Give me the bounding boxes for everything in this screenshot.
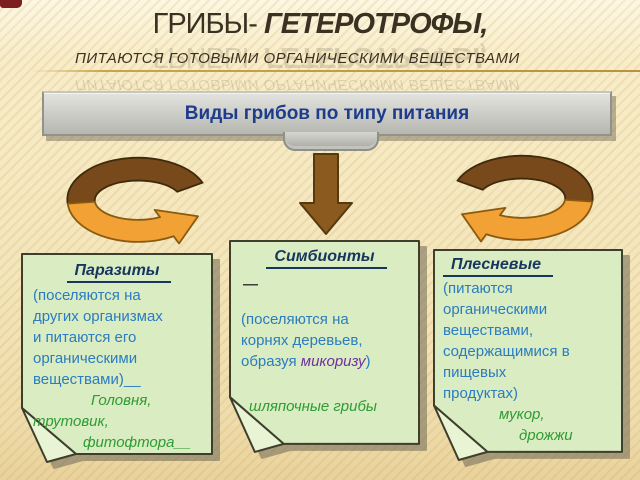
note-example: трутовик, bbox=[33, 413, 109, 430]
title-normal-part: ГРИБЫ- bbox=[152, 8, 258, 40]
banner-bottom-tab bbox=[283, 132, 379, 151]
note-body-line: корнях деревьев, bbox=[241, 332, 363, 349]
note-body-line: образуя микоризу) bbox=[241, 353, 371, 370]
banner-types-of-fungi: Виды грибов по типу питания bbox=[42, 91, 612, 136]
note-molds-title: Плесневые bbox=[443, 256, 615, 277]
corner-tab-decoration bbox=[0, 0, 22, 8]
note-body-line: пищевых bbox=[443, 364, 507, 381]
title-emphasis-part: ГЕТЕРОТРОФЫ, bbox=[256, 8, 488, 40]
folded-note-shape bbox=[21, 253, 213, 465]
folded-note-shape bbox=[433, 249, 623, 463]
curved-arrow-right-icon bbox=[433, 138, 605, 256]
note-body-line: продуктах) bbox=[443, 385, 518, 402]
note-body-line: содержащимися в bbox=[443, 343, 570, 360]
slide-subtitle: ПИТАЮТСЯ ГОТОВЫМИ ОРГАНИЧЕСКИМИ ВЕЩЕСТВА… bbox=[75, 50, 520, 67]
note-parasites-title: Паразиты bbox=[33, 262, 205, 283]
note-symbionts: Симбионты — (поселяются на корнях деревь… bbox=[229, 240, 420, 455]
note-example: фитофтора__ bbox=[83, 434, 192, 451]
down-arrow-icon bbox=[299, 153, 353, 235]
note-molds: Плесневые (питаются органическими вещест… bbox=[433, 249, 623, 463]
note-dash: — bbox=[243, 276, 258, 293]
note-body-line: органическими bbox=[443, 301, 548, 318]
folded-note-shape bbox=[229, 240, 420, 455]
slide-title: ГРИБЫ- ГЕТЕРОТРОФЫ, bbox=[0, 8, 640, 41]
note-body-line: органическими bbox=[33, 350, 138, 367]
note-example: шляпочные грибы bbox=[249, 398, 377, 415]
note-parasites: Паразиты (поселяются на других организма… bbox=[21, 253, 213, 465]
note-body-line: веществами)__ bbox=[33, 371, 141, 388]
header-divider-line bbox=[30, 70, 640, 72]
note-body-line: (поселяются на bbox=[241, 311, 349, 328]
curved-arrow-left-icon bbox=[55, 140, 227, 258]
banner-label: Виды грибов по типу питания bbox=[184, 102, 470, 124]
note-body-line: и питаются его bbox=[33, 329, 137, 346]
note-example: Головня, bbox=[91, 392, 152, 409]
note-symbionts-title: Симбионты bbox=[241, 248, 412, 269]
note-body-line: (питаются bbox=[443, 280, 513, 297]
note-body-line: (поселяются на bbox=[33, 287, 141, 304]
note-body-line: веществами, bbox=[443, 322, 534, 339]
highlight-mycorrhiza: микоризу bbox=[300, 353, 366, 370]
note-example: дрожжи bbox=[519, 427, 573, 444]
note-example: мукор, bbox=[499, 406, 545, 423]
note-body-line: других организмах bbox=[33, 308, 163, 325]
